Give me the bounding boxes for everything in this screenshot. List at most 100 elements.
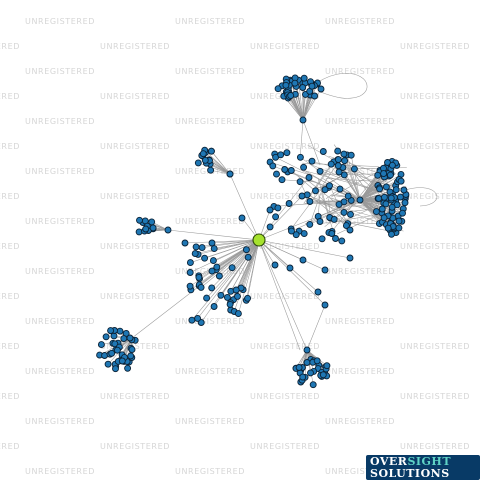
graph-node <box>291 79 299 87</box>
graph-node <box>321 266 329 274</box>
oversight-solutions-logo: OVERSIGHT SOLUTIONS <box>366 455 480 480</box>
graph-node <box>299 84 307 91</box>
graph-edge <box>317 193 321 217</box>
graph-node <box>380 193 388 201</box>
graph-edge <box>167 229 260 241</box>
watermark-text: UNREGISTERED <box>325 217 395 226</box>
graph-node <box>271 261 279 269</box>
watermark-text: UNREGISTERED <box>100 142 170 151</box>
watermark-text: UNREGISTERED <box>250 42 320 51</box>
graph-edge <box>238 239 260 314</box>
graph-node <box>314 288 322 296</box>
graph-node <box>186 259 194 267</box>
graph-node <box>208 284 216 292</box>
graph-edge <box>258 195 303 241</box>
graph-node <box>198 244 206 252</box>
watermark-text: UNREGISTERED <box>100 92 170 101</box>
graph-node <box>347 151 355 159</box>
graph-node <box>327 160 335 168</box>
graph-node <box>127 352 135 360</box>
graph-edge <box>258 239 308 351</box>
focus-node <box>252 233 266 247</box>
watermark-text: UNREGISTERED <box>0 442 20 451</box>
graph-node <box>102 333 110 341</box>
graph-node <box>306 220 314 228</box>
watermark-text: UNREGISTERED <box>400 192 470 201</box>
watermark-text: UNREGISTERED <box>325 17 395 26</box>
graph-node <box>226 300 234 308</box>
graph-node <box>340 171 348 179</box>
graph-edge <box>191 239 260 321</box>
watermark-text: UNREGISTERED <box>25 267 95 276</box>
graph-node <box>213 263 221 271</box>
graph-node <box>238 214 246 222</box>
graph-node <box>201 254 209 262</box>
graph-node <box>283 149 291 157</box>
graph-node <box>194 159 202 167</box>
graph-node <box>272 213 280 221</box>
watermark-text: UNREGISTERED <box>175 467 245 476</box>
watermark-text: UNREGISTERED <box>250 292 320 301</box>
logo-text-over: OVER <box>370 455 408 468</box>
watermark-text: UNREGISTERED <box>0 92 20 101</box>
watermark-text: UNREGISTERED <box>25 317 95 326</box>
graph-edge <box>302 94 306 121</box>
watermark-text: UNREGISTERED <box>175 117 245 126</box>
watermark-text: UNREGISTERED <box>25 367 95 376</box>
graph-edge <box>315 168 375 192</box>
graph-node <box>374 171 382 179</box>
watermark-layer: UNREGISTERED UNREGISTERED UNREGISTERED UNRE… <box>0 17 470 476</box>
graph-node <box>397 177 405 185</box>
watermark-text: UNREGISTERED <box>100 192 170 201</box>
graph-node <box>321 301 329 309</box>
graph-edge <box>211 239 260 289</box>
watermark-text: UNREGISTERED <box>25 167 95 176</box>
graph-node <box>277 151 285 159</box>
graph-node <box>234 292 241 300</box>
graph-node <box>388 203 396 211</box>
graph-node <box>118 357 126 365</box>
graph-node <box>228 264 236 272</box>
graph-node <box>186 282 194 290</box>
graph-node <box>148 218 156 226</box>
graph-edge <box>319 168 355 189</box>
graph-edge <box>290 184 325 230</box>
graph-node <box>244 253 252 261</box>
graph-node <box>274 204 282 212</box>
graph-node <box>197 283 205 291</box>
graph-node <box>299 373 307 381</box>
graph-node <box>396 193 404 201</box>
graph-node <box>269 162 277 170</box>
graph-node <box>323 362 331 370</box>
graph-edge <box>258 239 326 271</box>
graph-edge <box>258 175 311 241</box>
graph-edge <box>230 239 260 292</box>
graph-node <box>124 364 132 372</box>
graph-node <box>188 316 196 324</box>
graph-node <box>142 225 150 233</box>
watermark-text: UNREGISTERED <box>0 392 20 401</box>
graph-node <box>210 303 218 310</box>
graph-edge <box>258 239 301 351</box>
watermark-text: UNREGISTERED <box>0 292 20 301</box>
graph-node <box>382 183 390 191</box>
graph-node <box>395 217 403 225</box>
graph-node <box>300 163 308 171</box>
graph-node <box>309 381 317 389</box>
graph-node <box>296 153 304 161</box>
graph-node <box>120 335 128 343</box>
graph-node <box>326 182 333 190</box>
graph-node <box>318 235 326 243</box>
watermark-text: UNREGISTERED <box>250 442 320 451</box>
graph-edge <box>346 154 361 201</box>
watermark-text: UNREGISTERED <box>175 67 245 76</box>
graph-node <box>287 167 295 174</box>
watermark-text: UNREGISTERED <box>100 292 170 301</box>
graph-node <box>340 150 348 158</box>
graph-node <box>340 208 348 216</box>
graph-node <box>296 178 304 186</box>
graph-node <box>344 192 352 200</box>
watermark-text: UNREGISTERED <box>400 42 470 51</box>
watermark-text: UNREGISTERED <box>250 142 320 151</box>
graph-node <box>128 346 136 354</box>
